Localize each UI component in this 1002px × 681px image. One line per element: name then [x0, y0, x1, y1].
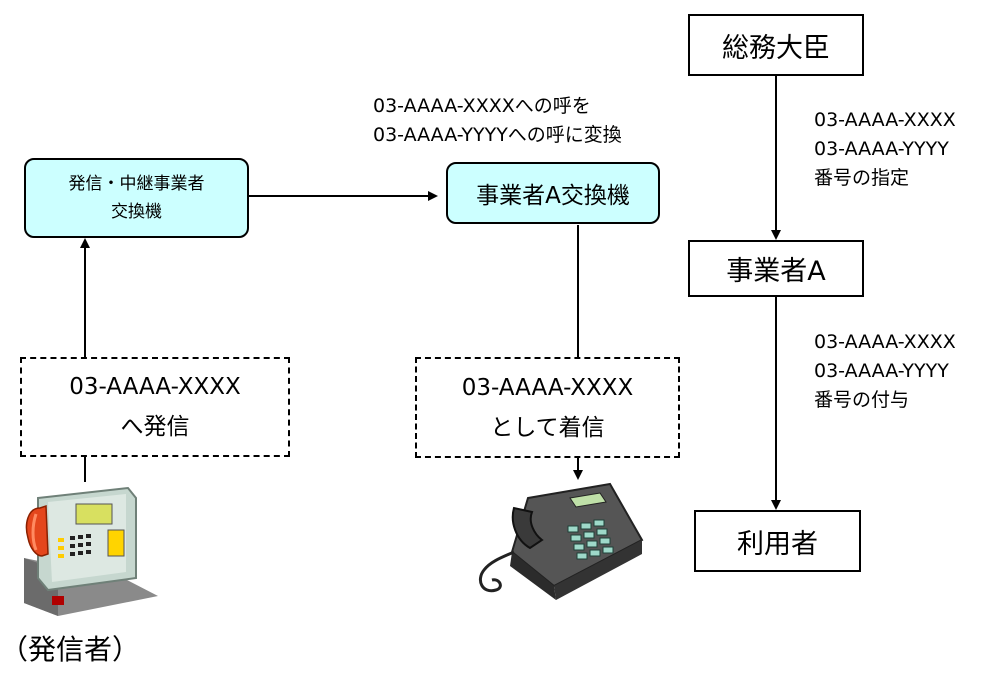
designation-note-line2: 03-AAAA-YYYY	[814, 138, 949, 160]
originating-switch-line2: 交換機	[111, 202, 162, 222]
minister-box: 総務大臣	[688, 14, 864, 76]
carrier-box: 事業者A	[688, 240, 864, 297]
dial-box-line2: へ発信	[120, 414, 190, 440]
conversion-note: 03-AAAA-XXXXへの呼を 03-AAAA-YYYYへの呼に変換	[373, 92, 622, 150]
dial-box: 03-AAAA-XXXX へ発信	[20, 357, 290, 457]
dial-box-line1: 03-AAAA-XXXX	[69, 374, 241, 400]
minister-label: 総務大臣	[722, 32, 830, 64]
carrier-label: 事業者A	[726, 256, 826, 287]
designation-note: 03-AAAA-XXXX 03-AAAA-YYYY 番号の指定	[814, 106, 956, 193]
assignment-note-line2: 03-AAAA-YYYY	[814, 360, 949, 382]
desk-phone-icon	[479, 482, 644, 600]
receive-box: 03-AAAA-XXXX として着信	[415, 357, 680, 458]
assignment-note-line3: 番号の付与	[814, 389, 910, 411]
carrier-switch-box: 事業者A交換機	[446, 162, 660, 224]
assignment-note: 03-AAAA-XXXX 03-AAAA-YYYY 番号の付与	[814, 328, 956, 415]
originating-switch-box: 発信・中継事業者 交換機	[24, 158, 249, 238]
assignment-note-line1: 03-AAAA-XXXX	[814, 331, 956, 353]
originating-switch-line1: 発信・中継事業者	[68, 174, 205, 194]
user-label: 利用者	[737, 528, 818, 560]
designation-note-line1: 03-AAAA-XXXX	[814, 109, 956, 131]
designation-note-line3: 番号の指定	[814, 167, 910, 189]
user-box: 利用者	[694, 510, 861, 572]
receive-box-line1: 03-AAAA-XXXX	[461, 374, 634, 401]
conversion-note-line1: 03-AAAA-XXXXへの呼を	[373, 95, 591, 117]
conversion-note-line2: 03-AAAA-YYYYへの呼に変換	[373, 124, 622, 146]
caller-label: （発信者）	[0, 633, 141, 666]
carrier-switch-label: 事業者A交換機	[476, 183, 630, 209]
receive-box-line2: として着信	[490, 414, 605, 441]
payphone-icon	[24, 486, 158, 616]
